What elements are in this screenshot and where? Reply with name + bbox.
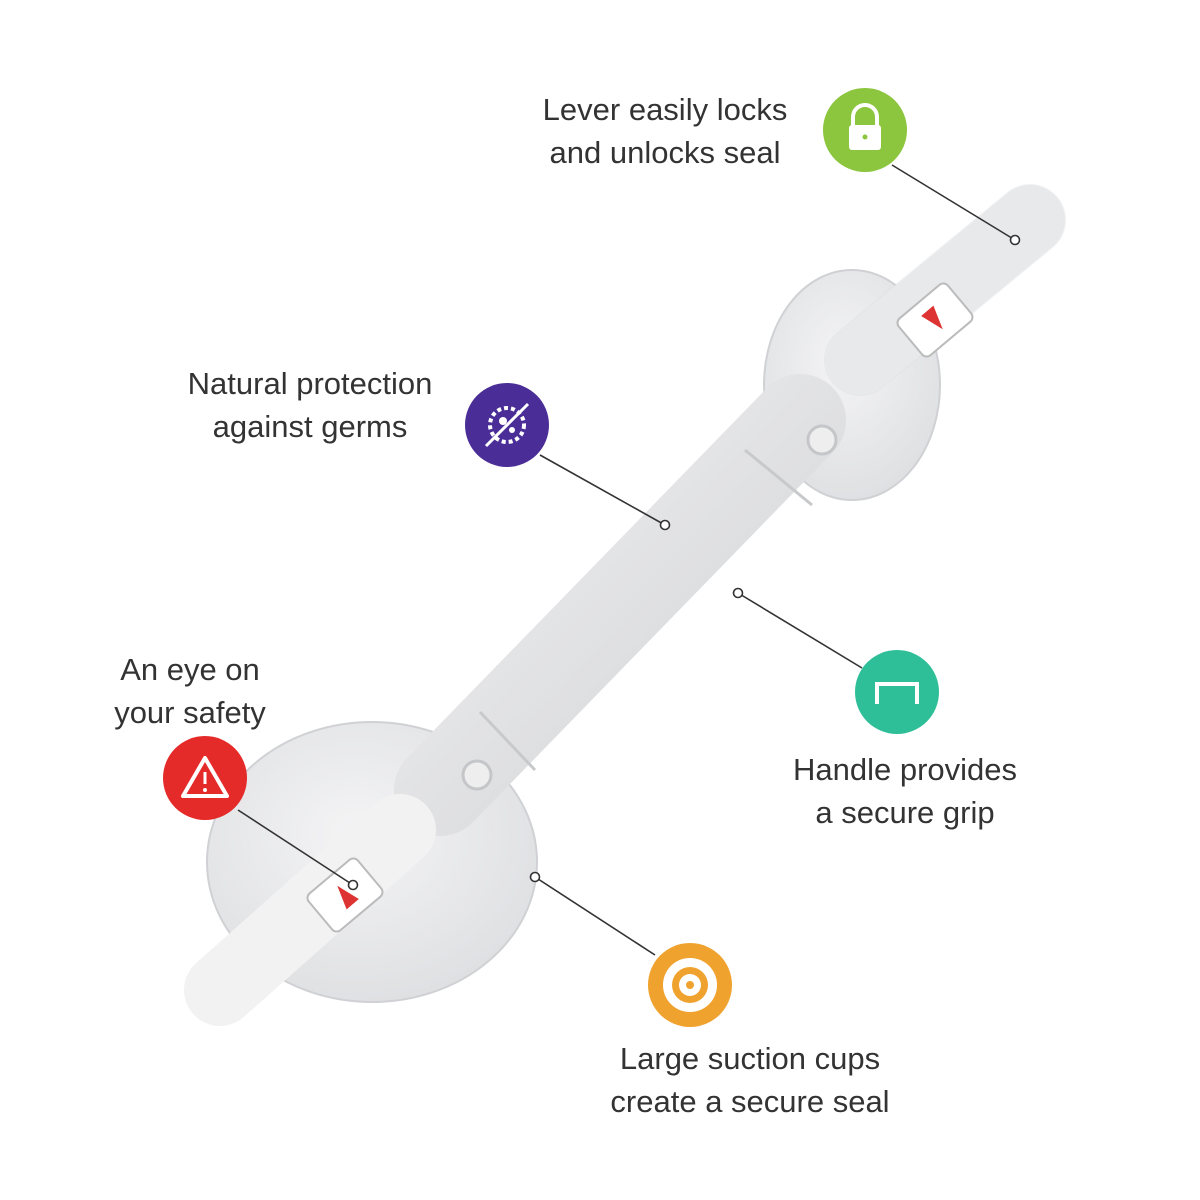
feature-label-suction: Large suction cups create a secure seal <box>540 1037 960 1123</box>
feature-text: Lever easily locks <box>542 92 788 127</box>
handle-icon <box>855 650 939 734</box>
feature-text: Large suction cups <box>619 1041 881 1076</box>
feature-text: An eye on <box>120 652 260 687</box>
feature-text: your safety <box>114 695 266 730</box>
feature-label-grip: Handle provides a secure grip <box>695 748 1115 834</box>
feature-label-safety: An eye on your safety <box>0 648 400 734</box>
feature-label-lock: Lever easily locks and unlocks seal <box>455 88 875 174</box>
feature-text: Natural protection <box>187 366 433 401</box>
feature-text: create a secure seal <box>610 1084 890 1119</box>
feature-text: Handle provides <box>792 752 1018 787</box>
feature-text: against germs <box>212 409 408 444</box>
warning-triangle-icon <box>163 736 247 820</box>
lower-lever <box>184 794 436 1026</box>
grip-bar <box>394 374 846 836</box>
leader-lines <box>237 164 1021 956</box>
target-icon <box>648 943 732 1027</box>
feature-text: and unlocks seal <box>549 135 781 170</box>
lock-icon <box>823 88 907 172</box>
feature-text: a secure grip <box>815 795 995 830</box>
feature-label-germs: Natural protection against germs <box>100 362 520 448</box>
germ-crossed-icon <box>465 383 549 467</box>
